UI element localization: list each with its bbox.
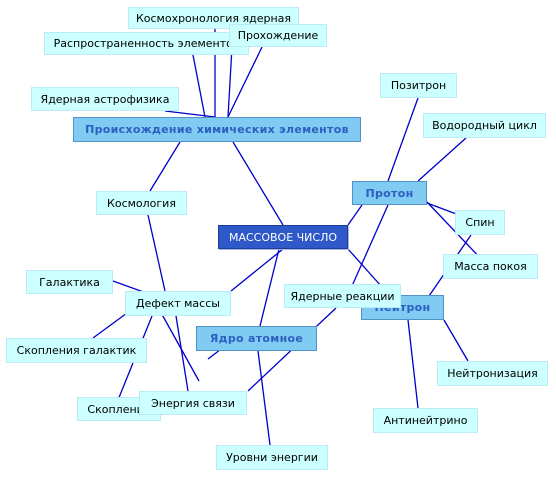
node-galaxy-clusters: Скопления галактик [6, 338, 147, 363]
hub-origin-of-elements: Происхождение химических элементов [73, 117, 361, 142]
node-spin: Спин [455, 210, 505, 235]
node-neutronization: Нейтронизация [437, 361, 548, 386]
node-hydrogen-cycle: Водородный цикл [423, 113, 546, 138]
center-node-mass-number: МАССОВОЕ ЧИСЛО [218, 225, 348, 249]
node-cosmology: Космология [96, 191, 187, 215]
connector-line-2 [227, 46, 233, 118]
connector-line-19 [259, 248, 280, 327]
node-binding-energy: Энергия связи [139, 391, 247, 415]
connector-line-8 [387, 97, 419, 182]
node-nuclear-reactions: Ядерные реакции [284, 284, 401, 308]
node-cosmochronology: Космохронология ядерная [128, 7, 299, 29]
connector-line-23 [92, 312, 128, 339]
connector-line-3 [227, 46, 263, 118]
connector-line-16 [443, 319, 469, 362]
connector-line-1 [192, 54, 206, 118]
connector-line-4 [164, 110, 216, 118]
connector-line-25 [175, 315, 189, 392]
hub-nucleus: Ядро атомное [196, 326, 317, 351]
node-energy-levels: Уровни энергии [216, 445, 328, 470]
node-passage: Прохождение [229, 24, 327, 47]
node-rest-mass: Масса покоя [443, 254, 538, 279]
node-positron: Позитрон [380, 73, 457, 98]
connector-line-21 [257, 350, 271, 446]
connector-line-9 [417, 137, 467, 182]
connector-line-7 [147, 214, 166, 292]
node-antineutrino: Антинейтрино [373, 408, 478, 433]
connector-line-5 [232, 141, 284, 226]
connector-line-10 [426, 202, 460, 216]
connector-line-15 [407, 319, 419, 409]
connector-line-13 [347, 204, 389, 296]
connector-line-12 [347, 204, 363, 226]
node-prevalence: Распространенность элементов [44, 32, 249, 55]
node-mass-defect: Дефект массы [125, 291, 231, 316]
connector-line-18 [230, 248, 284, 292]
node-galaxy: Галактика [26, 270, 113, 294]
hub-proton: Протон [352, 181, 427, 205]
node-astrophysics: Ядерная астрофизика [31, 87, 179, 111]
connector-line-6 [149, 141, 181, 192]
